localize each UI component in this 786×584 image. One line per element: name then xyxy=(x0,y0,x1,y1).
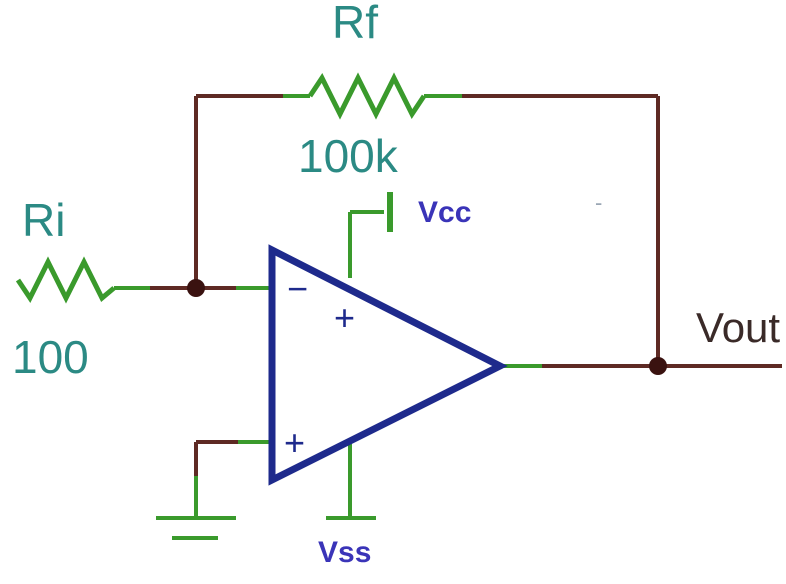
ground-symbol xyxy=(156,516,236,540)
input-junction-dot xyxy=(187,279,205,297)
ri-zigzag xyxy=(15,256,116,304)
rf-zigzag xyxy=(307,72,427,120)
opamp-triangle xyxy=(268,244,508,486)
vcc-label: Vcc xyxy=(418,196,471,229)
ri-name-label: Ri xyxy=(22,194,65,246)
inverting-input-sign: − xyxy=(287,268,308,309)
ground-wires xyxy=(194,440,272,518)
vout-label: Vout xyxy=(696,304,780,351)
rf-resistor xyxy=(283,72,462,120)
vss-supply xyxy=(326,444,376,520)
vcc-supply xyxy=(348,192,393,278)
ri-resistor xyxy=(15,256,150,304)
positive-supply-sign: + xyxy=(334,297,355,338)
stray-mark: - xyxy=(595,190,602,215)
feedback-wires xyxy=(194,94,660,366)
rf-name-label: Rf xyxy=(332,0,378,48)
vss-label: Vss xyxy=(318,536,371,569)
noninverting-input-sign: + xyxy=(284,422,305,463)
rf-value-label: 100k xyxy=(298,130,399,182)
output-junction-dot xyxy=(649,357,667,375)
ri-value-label: 100 xyxy=(12,331,89,383)
